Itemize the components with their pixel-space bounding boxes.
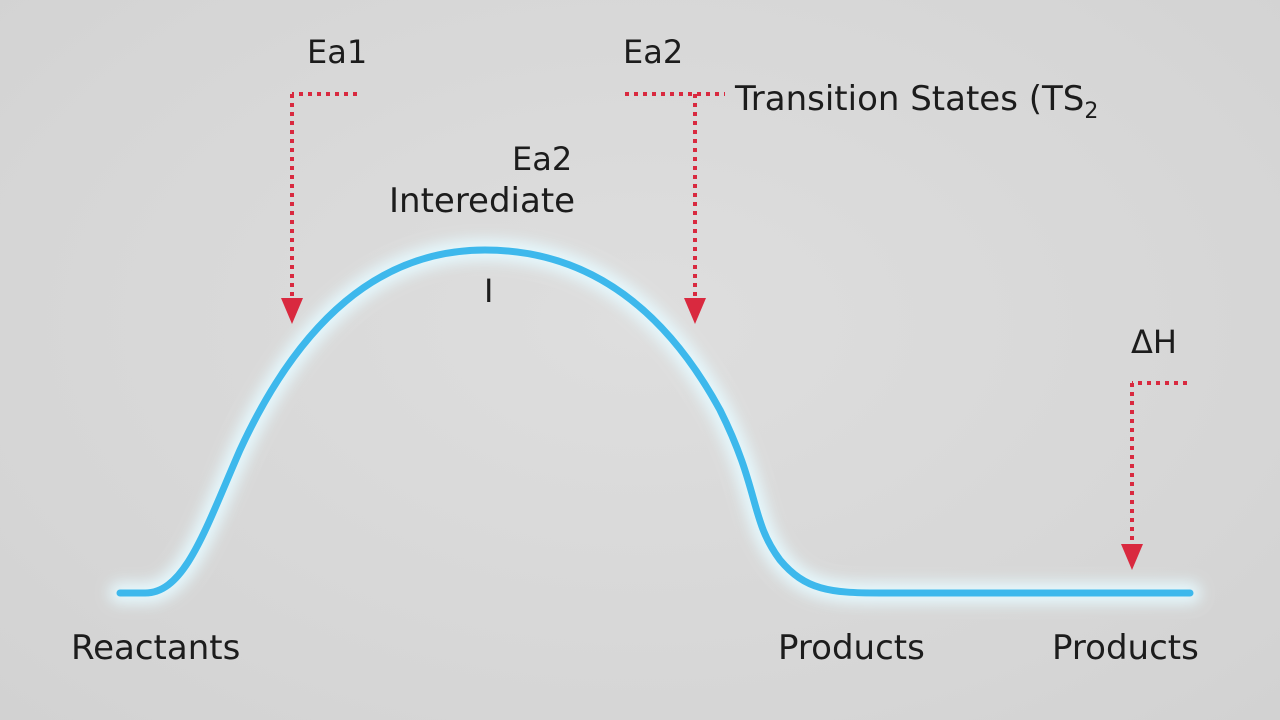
ea1-label: Ea1 <box>307 33 368 71</box>
ea2-top-label: Ea2 <box>623 33 684 71</box>
ea2-mid-label: Ea2 <box>512 140 573 178</box>
products-label-2: Products <box>1052 628 1199 668</box>
transition-states-subscript: 2 <box>1084 99 1099 124</box>
transition-states-label: Transition States (TS2 <box>735 82 1098 123</box>
energy-curve-glow <box>109 238 1201 604</box>
reactants-label: Reactants <box>71 628 241 668</box>
intermediate-marker: I <box>484 272 494 310</box>
delta-h-arrow <box>1121 381 1187 570</box>
ea1-arrow <box>281 92 357 324</box>
delta-h-label: ΔH <box>1131 323 1177 361</box>
intermediate-label: Interediate <box>389 181 576 221</box>
ea2-arrow <box>625 92 725 324</box>
products-label-1: Products <box>778 628 925 668</box>
energy-curve <box>116 246 1194 597</box>
transition-states-text: Transition States (TS <box>735 79 1085 119</box>
